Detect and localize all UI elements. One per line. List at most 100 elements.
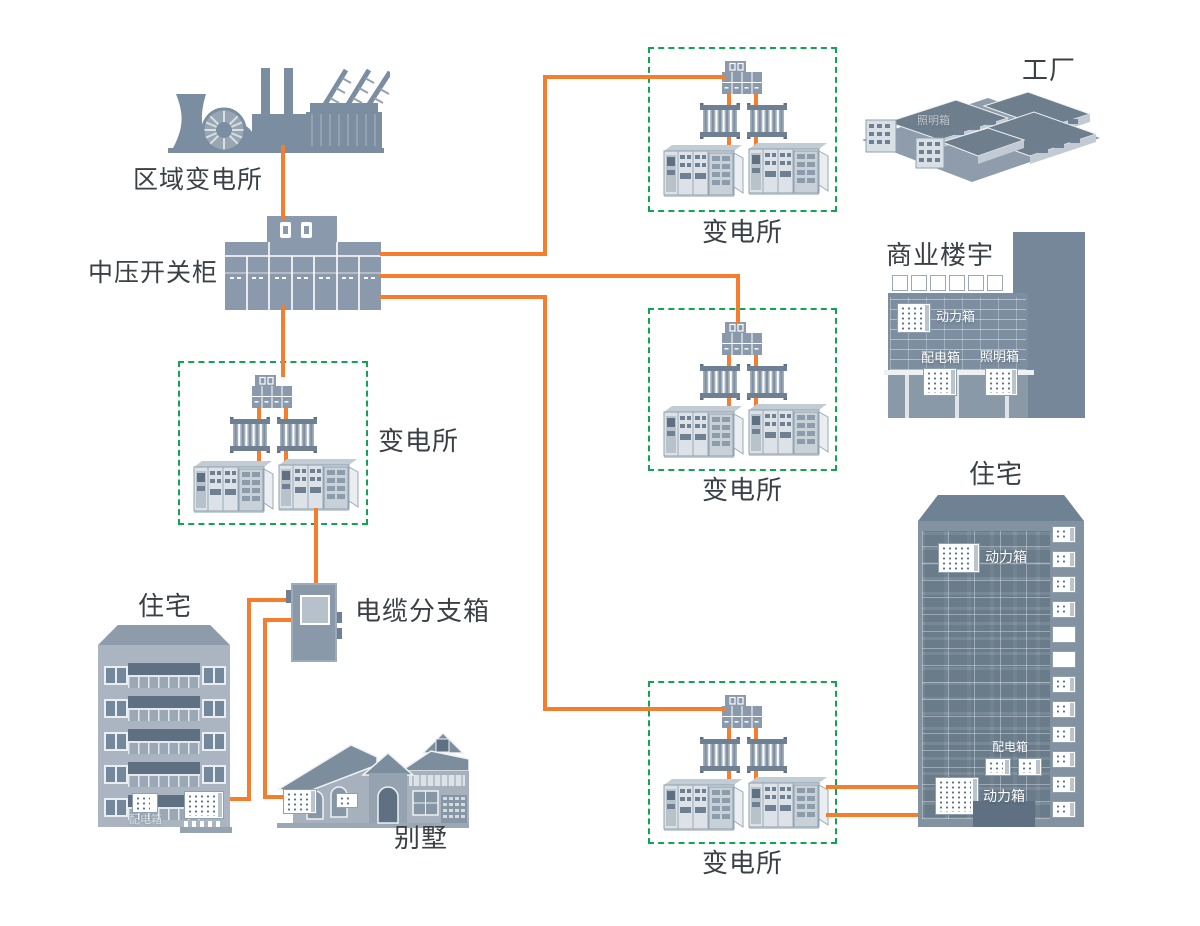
apartment-balcony-rail <box>128 708 200 721</box>
power-line <box>543 707 725 711</box>
floor-meter-panel <box>1052 651 1076 668</box>
power-line <box>754 396 758 408</box>
lv-switchgear-illustration <box>747 141 829 197</box>
apartment-window <box>104 699 128 718</box>
distribution-box-label: 配电箱 <box>129 813 162 826</box>
lv-switchgear-illustration <box>662 404 744 460</box>
apartment-window <box>104 798 128 817</box>
panel-dots <box>938 780 971 812</box>
distribution-box-label: 配电箱 <box>921 351 961 366</box>
panel-dots <box>941 546 972 570</box>
panel-dots <box>135 796 150 810</box>
lv-switchgear-illustration <box>747 775 829 831</box>
panel-bar <box>1070 678 1074 691</box>
panel-dots <box>1055 629 1068 640</box>
panel-dots <box>988 371 1010 393</box>
panel-bar <box>1070 728 1074 741</box>
power-line <box>247 598 251 801</box>
panel-dots <box>1055 779 1068 790</box>
panel-bar <box>925 305 929 331</box>
transformer-illustration <box>747 103 787 139</box>
commercial-window <box>987 275 1003 291</box>
apartment-window <box>104 666 128 685</box>
apartment-balcony-rail <box>128 774 200 787</box>
substation-label: 变电所 <box>378 427 460 457</box>
floor-meter-panel <box>1052 601 1076 618</box>
panel-dots <box>1021 761 1034 773</box>
cable-branch-box-illustration <box>291 583 337 662</box>
panel-bar <box>311 791 315 812</box>
power-box-label: 动力箱 <box>985 550 1027 566</box>
panel-dots <box>900 306 923 330</box>
panel-dots <box>926 371 949 393</box>
distribution-box-label: 配电箱 <box>992 740 1029 754</box>
panel-bar <box>973 779 977 813</box>
power-line <box>263 795 289 799</box>
power-box-panel <box>938 543 980 573</box>
panel-dots <box>1055 529 1068 540</box>
apartment-balcony-rail <box>128 741 200 754</box>
commercial-window <box>949 275 965 291</box>
power-line <box>257 449 261 461</box>
panel-bar <box>974 545 978 571</box>
power-line <box>826 785 942 789</box>
panel-bar <box>1036 760 1040 774</box>
substation-label: 变电所 <box>702 849 784 879</box>
power-line <box>727 352 731 366</box>
regional-substation-label: 区域变电所 <box>133 165 264 194</box>
power-line <box>314 508 318 585</box>
commercial-window <box>930 275 946 291</box>
floor-meter-panel <box>1052 626 1076 643</box>
meter-panel <box>184 791 224 819</box>
transformer-illustration <box>230 417 270 453</box>
apartment-window <box>202 765 226 784</box>
panel-bar <box>1070 753 1074 766</box>
apartment-balcony <box>128 729 200 741</box>
commercial-building-label: 商业楼宇 <box>886 241 995 271</box>
power-line <box>543 295 547 711</box>
substation-group-left <box>178 361 368 525</box>
transformer-illustration <box>747 737 787 773</box>
power-line <box>754 352 758 366</box>
panel-dots <box>1055 754 1068 765</box>
panel-dots <box>286 792 309 811</box>
power-line <box>736 274 740 324</box>
panel-bar <box>1070 703 1074 716</box>
commercial-window <box>968 275 984 291</box>
power-line <box>727 769 731 781</box>
panel-dots <box>1055 579 1068 590</box>
ring-main-unit-illustration <box>722 695 762 728</box>
power-box-panel <box>897 303 931 333</box>
panel-bar <box>1070 778 1074 791</box>
tower-entrance <box>973 801 1035 827</box>
power-line <box>754 135 758 147</box>
power-box-panel <box>935 777 979 815</box>
commercial-window <box>911 275 927 291</box>
ring-main-unit-illustration <box>252 375 292 408</box>
panel-bar <box>1070 578 1074 591</box>
villa-illustration <box>277 731 469 828</box>
branch-box-tab <box>336 628 342 639</box>
floor-meter-panel <box>1052 726 1076 743</box>
villa-label: 别墅 <box>394 824 449 854</box>
apartment-balcony <box>128 663 200 675</box>
power-line <box>727 135 731 147</box>
distribution-box-panel <box>923 368 957 396</box>
mv-switchgear-label: 中压开关柜 <box>88 258 219 287</box>
apartment-window <box>104 732 128 751</box>
substation-group-bottom <box>648 681 837 844</box>
floor-meter-panel <box>1052 676 1076 693</box>
lighting-box-panel <box>985 368 1018 396</box>
floor-meter-panel <box>1052 551 1076 568</box>
floor-meter-panel <box>1052 801 1076 818</box>
panel-dots <box>339 796 350 805</box>
panel-bar <box>951 370 955 394</box>
power-line <box>281 145 285 220</box>
power-box-label: 动力箱 <box>983 789 1025 805</box>
power-line <box>727 725 731 739</box>
floor-meter-panel <box>1052 576 1076 593</box>
commercial-pillar <box>1005 375 1009 418</box>
tower-roof <box>918 495 1084 521</box>
transformer-illustration <box>277 417 317 453</box>
